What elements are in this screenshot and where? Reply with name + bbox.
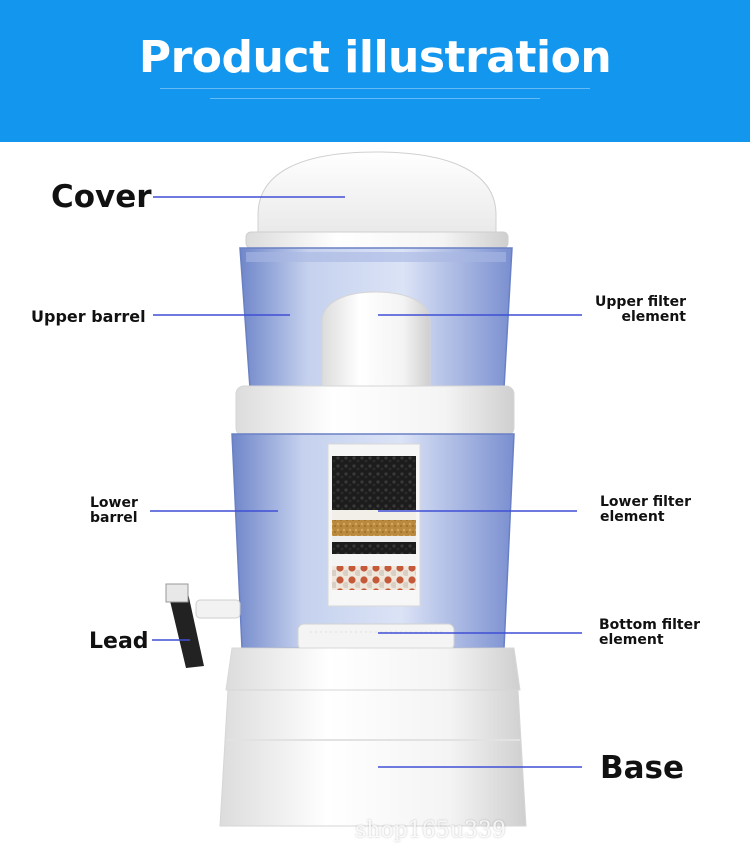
page-title: Product illustration bbox=[138, 32, 612, 83]
header-banner: Product illustration bbox=[0, 0, 750, 142]
bottom-filter-element bbox=[297, 623, 455, 651]
banner-divider bbox=[160, 88, 590, 89]
label-upper-barrel: Upper barrel bbox=[31, 307, 146, 326]
faucet-handle bbox=[166, 584, 204, 668]
banner-divider bbox=[210, 98, 540, 99]
water-filter-diagram bbox=[150, 151, 582, 827]
label-base: Base bbox=[600, 750, 685, 786]
base-body bbox=[219, 689, 527, 827]
base-top bbox=[225, 647, 521, 691]
middle-ring bbox=[235, 385, 515, 437]
cover-rim bbox=[245, 231, 509, 249]
watermark: shop165u339 bbox=[355, 818, 506, 843]
filter-layer-sand bbox=[332, 520, 416, 536]
label-lead: Lead bbox=[89, 629, 149, 654]
filter-layer-carbon bbox=[332, 456, 416, 510]
label-lower-filter-element: Lower filter element bbox=[600, 494, 692, 526]
cover-dome bbox=[257, 151, 497, 246]
filter-layer-white bbox=[332, 536, 416, 542]
upper-filter-element bbox=[321, 291, 431, 389]
filter-layer-charcoal bbox=[332, 542, 416, 554]
filter-layer-ceramic bbox=[332, 510, 416, 520]
label-bottom-filter-element: Bottom filter element bbox=[599, 617, 701, 649]
filter-layer-mineral-balls bbox=[332, 566, 416, 590]
label-cover: Cover bbox=[51, 179, 152, 215]
filter-layer-white bbox=[332, 554, 416, 566]
label-upper-filter-element: Upper filter element bbox=[595, 294, 686, 326]
faucet-spout bbox=[195, 599, 241, 619]
label-lower-barrel: Lower barrel bbox=[90, 495, 138, 527]
filter-layer-white bbox=[332, 590, 416, 604]
